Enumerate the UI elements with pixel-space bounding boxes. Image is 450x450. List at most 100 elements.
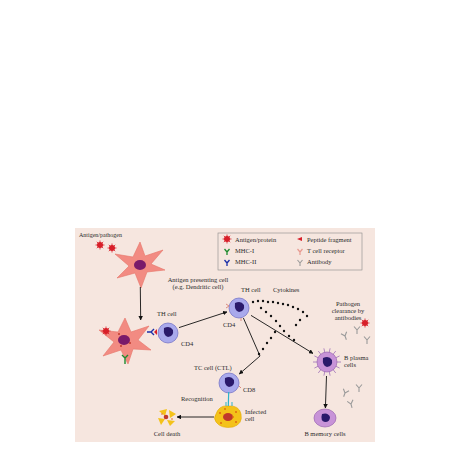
drawing-part <box>118 333 120 335</box>
drawing-part <box>224 408 226 410</box>
cytotoxic-t-cell: TC cell (CTL)CD8 <box>217 374 241 392</box>
cytokine-dot <box>257 300 259 302</box>
connector-arrow <box>179 312 227 328</box>
drawing-part <box>364 337 370 345</box>
drawing-part <box>147 329 154 335</box>
annotation-label: Recognition <box>181 395 213 402</box>
drawing-part <box>215 406 242 428</box>
diagram-panel: Antigen presenting cell (e.g. Dendritic … <box>75 228 375 442</box>
dead-cell: Cell death <box>157 408 177 426</box>
drawing-part <box>122 355 128 364</box>
annotation-label: Cytokines <box>273 286 299 293</box>
cytokine-dot <box>288 335 290 337</box>
drawing-part <box>158 418 165 425</box>
drawing-part <box>298 249 303 255</box>
helper-t-cell <box>158 323 178 343</box>
drawing-part <box>356 385 362 393</box>
drawing-part <box>164 415 169 420</box>
drawing-part <box>225 249 230 255</box>
cytokine-dot <box>260 307 262 309</box>
drawing-part <box>129 342 131 344</box>
cell-label: TC cell (CTL) <box>194 364 232 371</box>
drawing-part <box>169 410 176 418</box>
drawing-part <box>225 260 230 266</box>
drawing-part <box>218 233 362 270</box>
annotation-label: Pathogen clearance by antibodies <box>325 300 371 321</box>
drawing-part <box>341 389 349 398</box>
cell-label: TH cell <box>241 286 261 293</box>
drawing-part <box>225 377 234 387</box>
legend-box <box>218 233 362 270</box>
cell-label: Antigen presenting cell (e.g. Dendritic … <box>163 276 233 290</box>
drawing-part <box>118 335 130 345</box>
cytokine-dot <box>275 320 277 322</box>
drawing-part <box>219 408 237 424</box>
drawing-part <box>158 323 178 343</box>
marker-label: CD8 <box>243 386 255 393</box>
drawing-part <box>314 409 336 427</box>
legend-entry: MHC-II <box>235 258 256 265</box>
drawing-part <box>226 402 232 406</box>
cytokine-dot <box>299 319 301 321</box>
drawing-part <box>134 260 146 270</box>
cell-label: Infected cell <box>245 408 271 422</box>
infected-cell: Infected cell <box>214 406 242 428</box>
drawing-part <box>313 348 341 375</box>
dying-cell-fragments <box>158 409 176 426</box>
cytokine-dot <box>306 315 308 317</box>
drawing-part <box>235 302 244 312</box>
drawing-part <box>297 237 302 241</box>
cytokine-dot <box>262 348 264 350</box>
pathogen-particles <box>96 241 117 253</box>
connector-arrow <box>251 315 313 353</box>
drawing-part <box>120 345 122 347</box>
cell-label: Cell death <box>149 430 185 437</box>
legend-entry: T cell receptor <box>307 247 345 254</box>
cytokine-dot <box>274 331 276 333</box>
drawing-part <box>219 373 239 393</box>
drawing-part <box>99 318 151 364</box>
drawing-part <box>317 352 337 372</box>
helper-t-cell-group: TH cellCD4 <box>103 320 179 360</box>
drawing-part <box>347 400 355 409</box>
cytokine-dot <box>302 311 304 313</box>
drawing-part <box>232 416 234 418</box>
drawing-part <box>220 422 222 424</box>
cytokine-dot <box>266 342 268 344</box>
cytokine-dot <box>270 337 272 339</box>
memory-b-cell: B memory cells <box>313 408 337 428</box>
plasma-b-cell <box>313 348 341 375</box>
cytokine-dots <box>252 300 308 355</box>
drawing-part <box>102 327 111 336</box>
drawing-part <box>323 357 332 367</box>
drawing-part <box>341 332 349 341</box>
cytokine-dot <box>297 308 299 310</box>
legend-entry: Peptide fragment <box>307 236 352 243</box>
drawing-part <box>239 386 241 388</box>
legend-entry: MHC-I <box>235 247 254 254</box>
marker-label: CD4 <box>223 321 235 328</box>
legend-entry: Antibody <box>307 258 332 265</box>
cytokine-dot <box>279 325 281 327</box>
drawing-part <box>223 413 233 421</box>
drawing-part <box>223 235 232 244</box>
cytokine-dot <box>282 303 284 305</box>
cytokine-dot <box>272 301 274 303</box>
drawing-part <box>229 298 249 318</box>
legend-entry: Antigen/protein <box>235 236 276 243</box>
cytokine-dot <box>252 301 254 303</box>
drawing-part <box>235 421 237 423</box>
cytokine-dot <box>292 306 294 308</box>
memory-b-cell <box>314 409 336 427</box>
dendritic-cell-presenting <box>99 318 157 364</box>
cytokine-dot <box>295 324 297 326</box>
cell-label: B memory cells <box>303 430 347 437</box>
connector-arrow <box>177 417 214 418</box>
drawing-part <box>219 412 221 414</box>
cytokine-dot <box>283 330 285 332</box>
cell-label: B plasma cells <box>344 354 374 368</box>
drawing-part <box>298 260 303 266</box>
drawing-part <box>171 418 173 420</box>
drawing-part <box>321 413 330 422</box>
helper-t-cell: TH cellCD4 <box>227 298 251 318</box>
